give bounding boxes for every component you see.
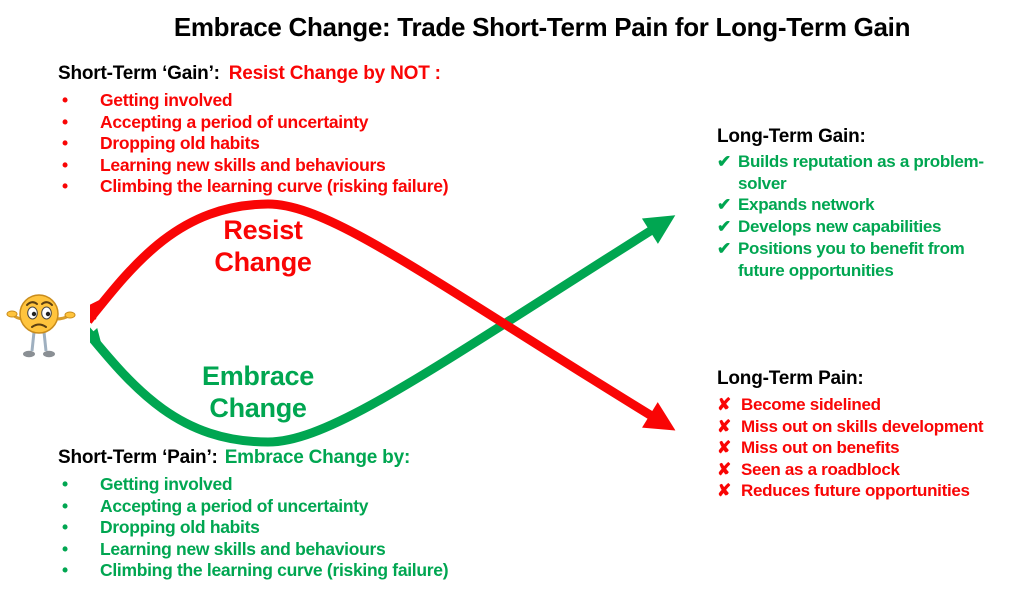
list-item-text: Miss out on skills development [741,416,984,436]
bullet-icon: • [62,176,68,196]
list-item-text: Accepting a period of uncertainty [100,111,369,132]
checkmark-icon: ✔ [717,238,731,258]
cross-icon: ✘ [717,459,731,479]
list-item-text: Learning new skills and behaviours [100,538,386,559]
short-term-pain-header-green: Embrace Change by: [224,447,411,468]
list-item: • Dropping old habits [58,517,538,539]
list-item: ✘ Miss out on skills development [717,416,1017,438]
bullet-icon: • [62,517,68,537]
short-term-pain-items: • Getting involved • Accepting a period of… [58,474,538,582]
resist-change-arrow [84,199,676,431]
list-item-text: Climbing the learning curve (risking fai… [100,176,449,196]
page-title: Embrace Change: Trade Short-Term Pain fo… [173,12,911,42]
list-item: • Dropping old habits [58,133,538,155]
list-item: ✔ Develops new capabilities [717,216,1012,238]
cross-icon: ✘ [717,395,731,414]
long-term-pain-block: Long-Term Pain: ✘ Become sidelined ✘ Miss … [717,368,1017,502]
bullet-icon: • [62,538,68,559]
list-item-text: Become sidelined [741,395,881,414]
long-term-pain-header: Long-Term Pain: [717,368,864,389]
list-item-text: Getting involved [100,90,233,110]
list-item-text: Dropping old habits [100,133,260,153]
long-term-gain-items: ✔ Builds reputation as a problem-solver ✔… [717,151,1012,281]
checkmark-icon: ✔ [717,195,731,215]
checkmark-icon: ✔ [717,217,731,237]
bullet-icon: • [62,474,68,494]
bullet-icon: • [62,495,68,516]
long-term-gain-header: Long-Term Gain: [717,126,866,147]
embrace-change-label: Embrace Change [158,360,358,424]
list-item-text: Develops new capabilities [738,217,942,237]
resist-change-label-line2: Change [214,247,312,277]
resist-change-label-line1: Resist [223,215,303,245]
list-item: ✘ Become sidelined [717,394,1017,416]
short-term-gain-items: • Getting involved • Accepting a period of… [58,90,538,198]
embrace-change-arrow [84,215,676,447]
list-item: • Getting involved [58,90,538,112]
short-term-gain-header: Short-Term ‘Gain’: Resist Change by NOT : [58,63,538,85]
list-item-text: Seen as a roadblock [741,459,900,479]
list-item-text: Getting involved [100,474,233,494]
bullet-icon: • [62,90,68,110]
list-item: • Learning new skills and behaviours [58,539,538,561]
list-item-text: Positions you to benefit from future opp… [738,238,965,280]
list-item: ✔ Builds reputation as a problem-solver [717,151,1012,194]
list-item: ✘ Seen as a roadblock [717,459,1017,481]
checkmark-icon: ✔ [717,152,731,171]
list-item-text: Miss out on benefits [741,438,900,457]
list-item: • Learning new skills and behaviours [58,155,538,177]
list-item-text: Dropping old habits [100,517,260,537]
short-term-gain-header-black: Short-Term ‘Gain’: [58,63,220,84]
list-item: • Climbing the learning curve (risking fa… [58,560,538,582]
list-item-text: Climbing the learning curve (risking fai… [100,560,449,580]
long-term-pain-items: ✘ Become sidelined ✘ Miss out on skills de… [717,394,1017,502]
list-item: ✔ Expands network [717,194,1012,216]
list-item: ✘ Miss out on benefits [717,437,1017,459]
short-term-pain-block: Short-Term ‘Pain’: Embrace Change by: • Ge… [58,447,538,582]
cross-icon: ✘ [717,438,731,457]
long-term-gain-block: Long-Term Gain: ✔ Builds reputation as a … [717,126,1012,281]
bullet-icon: • [62,560,68,580]
short-term-pain-header: Short-Term ‘Pain’: Embrace Change by: [58,447,538,469]
list-item: • Accepting a period of uncertainty [58,496,538,518]
embrace-change-label-line2: Change [209,393,307,423]
list-item: • Climbing the learning curve (risking fa… [58,176,538,198]
cross-icon: ✘ [717,416,731,436]
short-term-gain-header-red: Resist Change by NOT : [228,63,441,84]
list-item-text: Reduces future opportunities [741,481,970,500]
short-term-gain-block: Short-Term ‘Gain’: Resist Change by NOT :… [58,63,538,198]
list-item-text: Expands network [738,195,875,215]
confused-shrug-emoji [4,285,90,365]
list-item: ✔ Positions you to benefit from future op… [717,238,1012,281]
list-item-text: Accepting a period of uncertainty [100,495,369,516]
bullet-icon: • [62,154,68,175]
short-term-pain-header-black: Short-Term ‘Pain’: [58,447,218,468]
list-item: • Accepting a period of uncertainty [58,112,538,134]
list-item: • Getting involved [58,474,538,496]
bullet-icon: • [62,133,68,153]
embrace-change-label-line1: Embrace [202,361,314,391]
list-item: ✘ Reduces future opportunities [717,480,1017,502]
list-item-text: Learning new skills and behaviours [100,154,386,175]
list-item-text: Builds reputation as a problem-solver [738,152,984,193]
resist-change-label: Resist Change [168,214,358,278]
bullet-icon: • [62,111,68,132]
cross-icon: ✘ [717,481,731,500]
